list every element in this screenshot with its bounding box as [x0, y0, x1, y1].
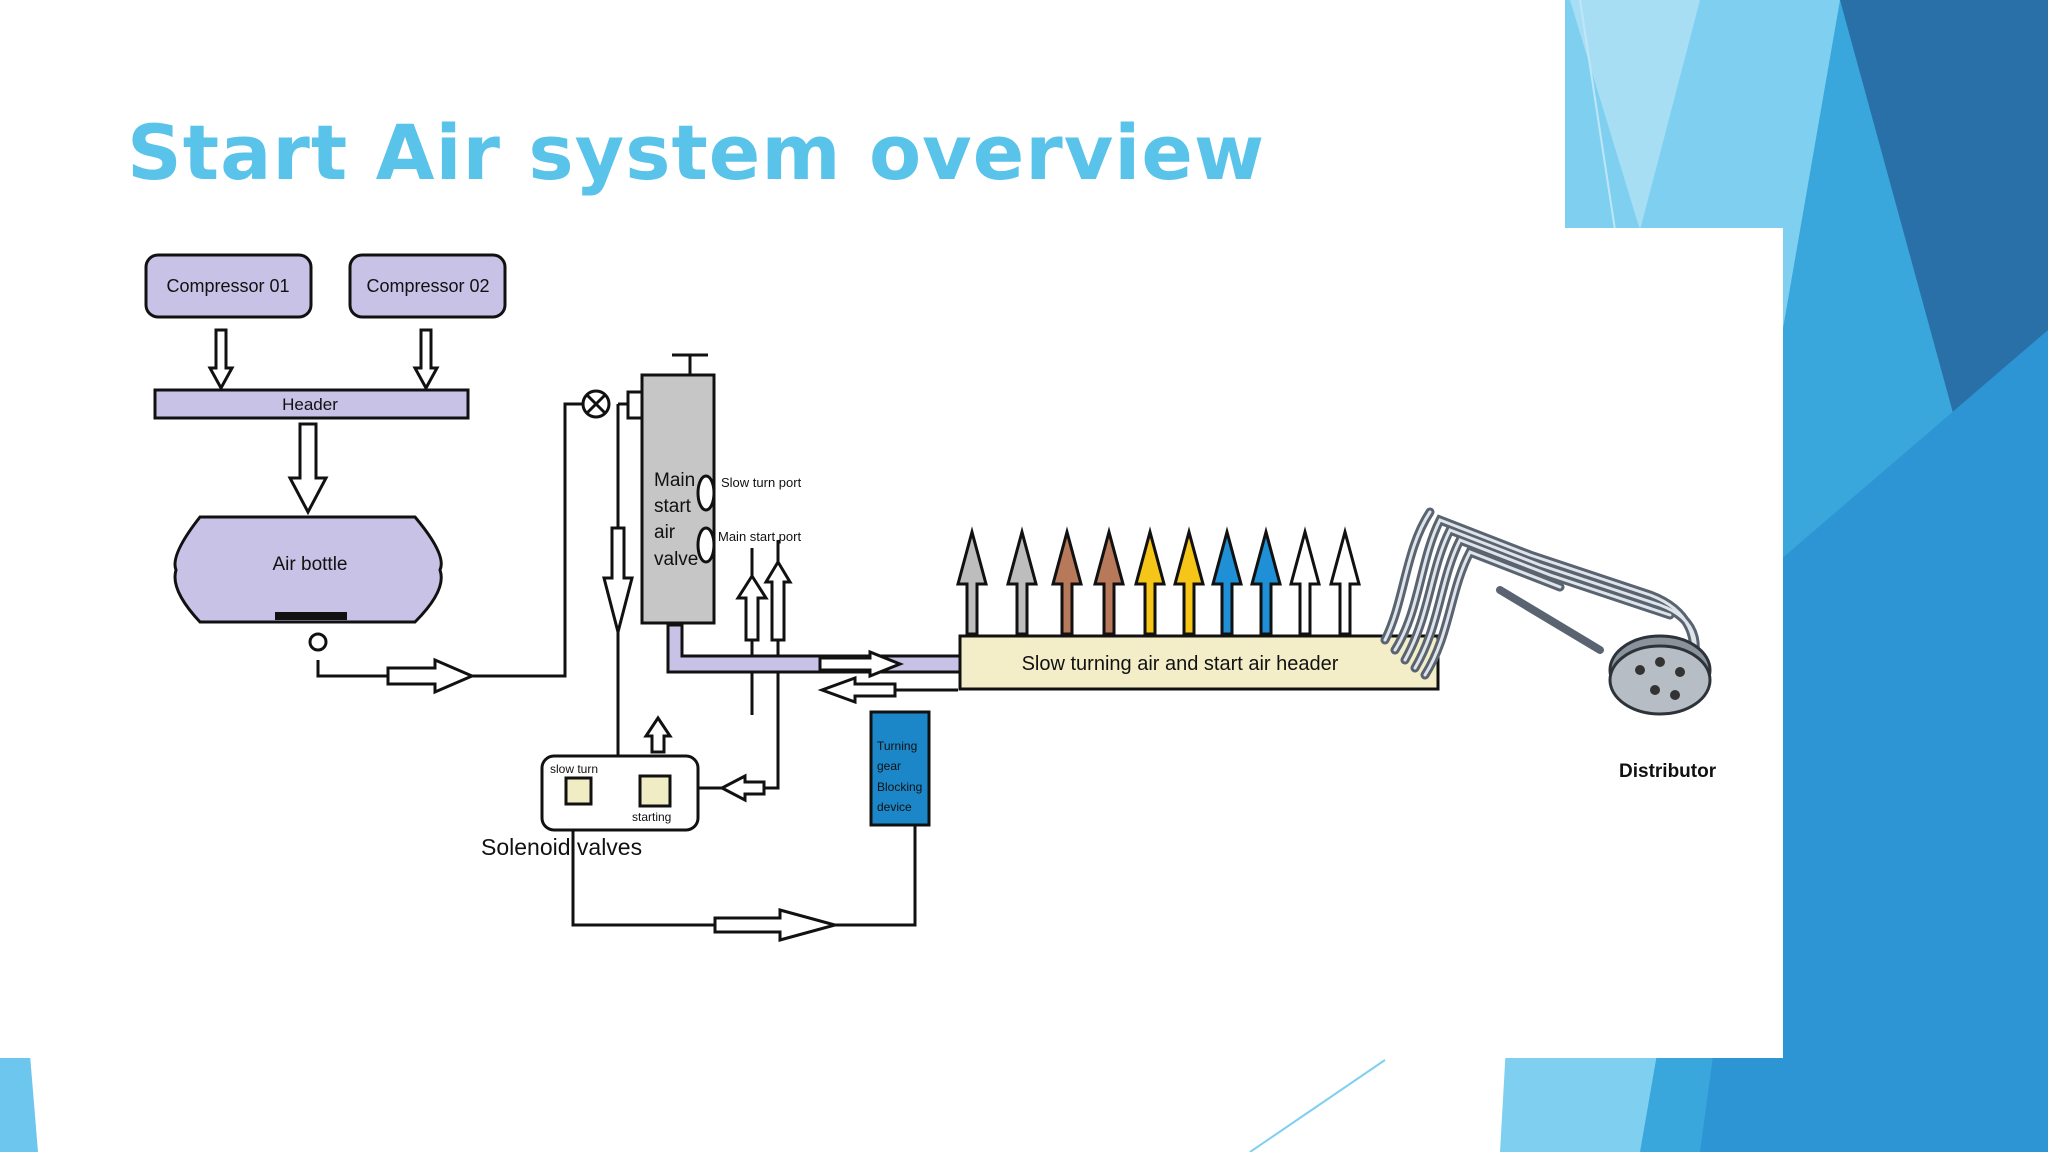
deco-line: [1579, 0, 1616, 231]
air-bottle-label: Air bottle: [273, 554, 348, 575]
deco-facet-pale: [1570, 0, 1700, 230]
header-bar: Header: [153, 388, 470, 420]
deco-line-lower: [1249, 1059, 1386, 1152]
cylinder-arrow-6: [1173, 526, 1205, 636]
solenoid-return-arrow: [718, 773, 766, 803]
content-panel: [0, 228, 1783, 1058]
main-valve-line-2: start: [654, 496, 692, 517]
distributor-body: [1608, 634, 1712, 716]
cylinder-arrow-10: [1329, 526, 1361, 636]
cylinder-arrow-9: [1289, 526, 1321, 636]
main-start-air-valve: Main start air valve: [640, 353, 716, 625]
compressor-01: Compressor 01: [144, 253, 313, 319]
valve-inlet-stub: [626, 390, 644, 420]
main-start-up-arrow: [763, 559, 793, 642]
turning-gear-blocking-device: Turning gear Blocking device: [869, 710, 931, 827]
blocking-return-arrow: [817, 675, 897, 705]
solenoid-valves-label: Solenoid valves: [481, 834, 642, 860]
cylinder-arrow-3: [1051, 526, 1083, 636]
solenoid-valve-block: slow turn starting: [540, 754, 700, 832]
cylinder-arrow-8: [1250, 526, 1282, 636]
isolation-valve-icon: [581, 389, 611, 419]
compressor-01-label: Compressor 01: [166, 276, 289, 296]
main-start-port-label: Main start port: [718, 529, 801, 544]
content-panel-top: [0, 0, 1565, 228]
cylinder-arrow-5: [1134, 526, 1166, 636]
bottom-flow-arrow: [713, 908, 841, 942]
header-label: Header: [282, 395, 338, 414]
main-valve-line-3: air: [654, 522, 676, 543]
cylinder-arrow-1: [956, 526, 988, 636]
main-valve-line-4: valve: [654, 549, 698, 570]
air-bottle: Air bottle: [173, 515, 443, 624]
slide-title: Start Air system overview: [127, 108, 1266, 197]
blocking-line-4: device: [877, 800, 912, 814]
blocking-line-3: Blocking: [877, 780, 922, 794]
deco-facet-dark2: [1700, 330, 2048, 1152]
compressor-02-label: Compressor 02: [366, 276, 489, 296]
solenoid-starting-label: starting: [632, 810, 671, 824]
main-air-pipe: [666, 623, 962, 674]
cylinder-arrow-7: [1211, 526, 1243, 636]
compressor-02: Compressor 02: [348, 253, 507, 319]
cylinder-arrow-4: [1093, 526, 1125, 636]
air-header-label: Slow turning air and start air header: [1022, 653, 1339, 675]
cylinder-arrows: [956, 526, 1361, 636]
solenoid-slow-turn-label: slow turn: [550, 762, 598, 776]
cylinder-arrow-2: [1006, 526, 1038, 636]
header-feed-arrow: [818, 649, 905, 679]
distributor-label: Distributor: [1619, 761, 1717, 782]
slow-turn-up-arrow: [735, 573, 769, 642]
main-valve-line-1: Main: [654, 470, 695, 491]
slow-turn-port-label: Slow turn port: [721, 475, 802, 490]
header-to-bottle-arrow: [287, 422, 329, 516]
blocking-line-2: gear: [877, 759, 901, 773]
compressor-arrows: [207, 328, 440, 392]
blocking-line-1: Turning: [877, 739, 917, 753]
branch-down-arrow: [602, 526, 634, 638]
solenoid-up-arrow: [643, 715, 673, 754]
supply-flow-arrow: [386, 657, 476, 695]
slow-turning-air-header: Slow turning air and start air header: [958, 634, 1440, 691]
bottle-outlet-valve-icon: [308, 632, 328, 652]
